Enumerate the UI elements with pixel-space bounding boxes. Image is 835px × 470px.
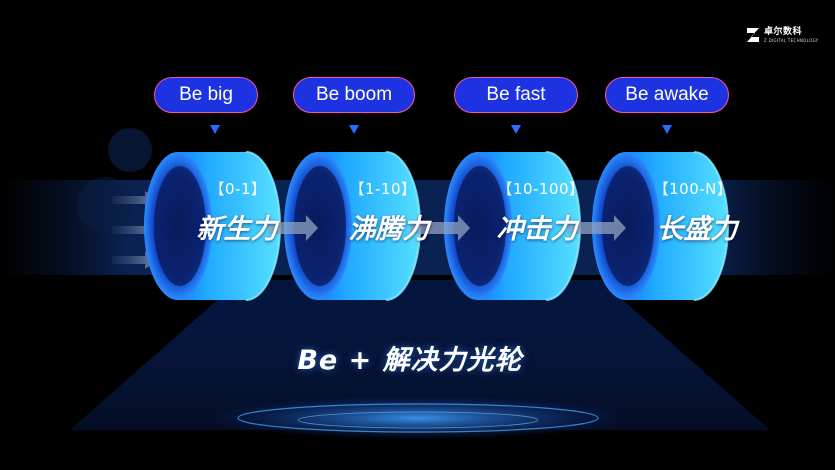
wheel-ring	[444, 151, 581, 301]
logo-name-en: Z DIGITAL TECHNOLOGY	[764, 37, 819, 43]
tag-be-boom: Be boom	[293, 77, 415, 113]
logo-name-cn: 卓尔数科	[764, 26, 803, 37]
down-arrow-icon	[210, 125, 220, 134]
range-label: 【100-N】	[653, 180, 733, 198]
power-name: 长盛力	[656, 214, 738, 245]
power-name: 新生力	[196, 214, 278, 245]
power-name: 冲击力	[496, 214, 578, 245]
wheel-ring	[592, 151, 729, 301]
down-arrow-icon	[511, 125, 521, 134]
connector-arrow-icon	[268, 215, 318, 241]
power-name: 沸腾力	[348, 214, 430, 245]
wheel-ring	[284, 151, 421, 301]
down-arrow-icon	[662, 125, 672, 134]
range-label: 【10-100】	[497, 180, 585, 198]
connector-arrow-icon	[568, 215, 626, 241]
z-logo-icon	[747, 28, 759, 42]
company-logo: 卓尔数科 Z DIGITAL TECHNOLOGY	[746, 22, 826, 48]
bottom-title: Be + 解决力光轮	[297, 345, 523, 376]
tag-be-fast: Be fast	[454, 77, 578, 113]
down-arrow-icon	[349, 125, 359, 134]
connector-arrow-icon	[410, 215, 470, 241]
range-label: 【1-10】	[349, 180, 417, 198]
tag-be-big: Be big	[154, 77, 258, 113]
tag-be-awake: Be awake	[605, 77, 729, 113]
range-label: 【0-1】	[209, 180, 267, 198]
wheel-ring	[144, 151, 281, 301]
